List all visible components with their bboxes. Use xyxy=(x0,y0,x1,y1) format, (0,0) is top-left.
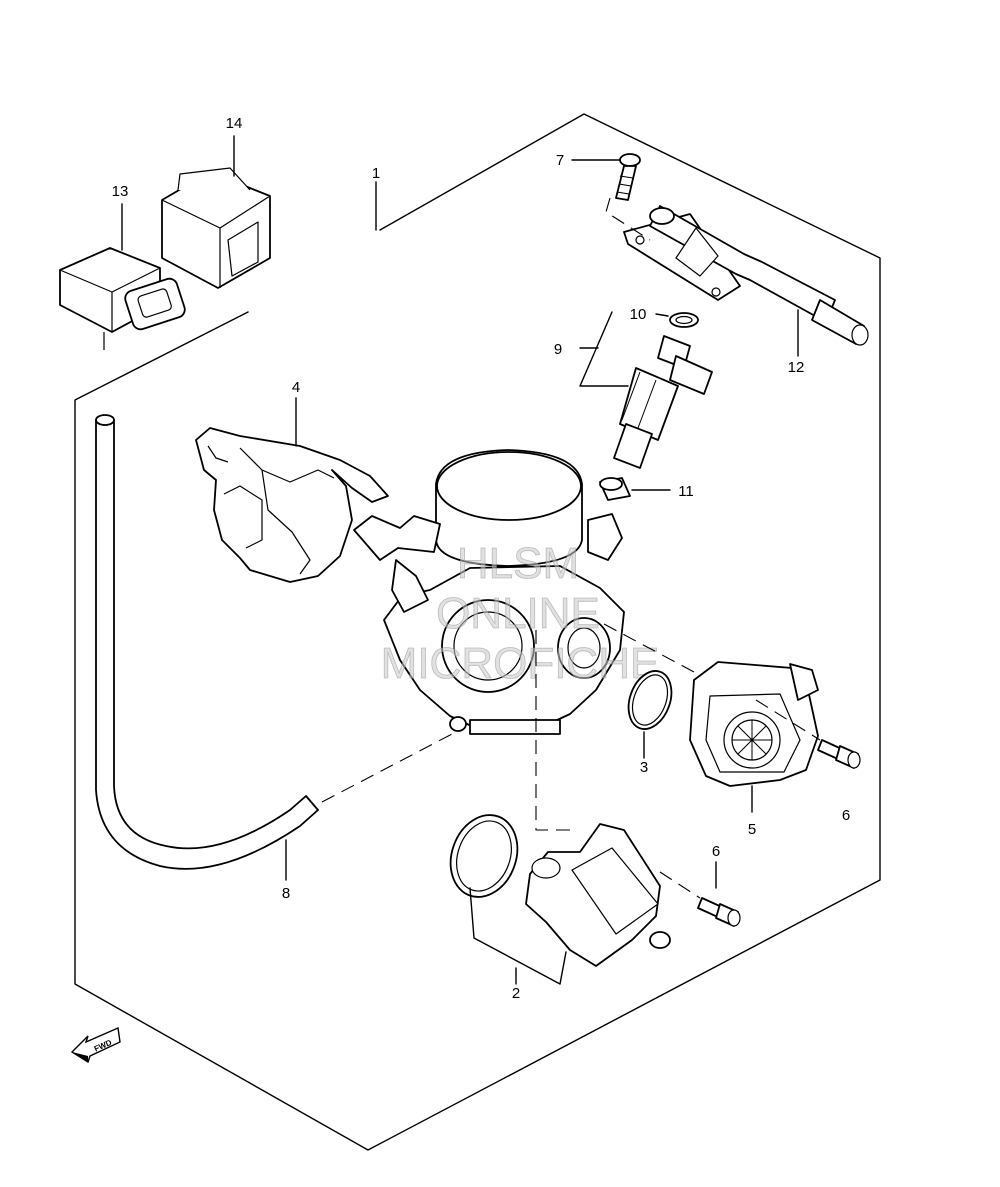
part-11-seal[interactable] xyxy=(599,477,631,501)
watermark-line-1: HLSM xyxy=(457,539,579,588)
part-3-o-ring[interactable] xyxy=(621,665,679,735)
dash-8-to-1 xyxy=(321,733,453,803)
part-13-connector[interactable] xyxy=(59,247,187,350)
callout-11[interactable]: 11 xyxy=(678,483,694,500)
callout-6-lower[interactable]: 6 xyxy=(712,843,720,860)
callout-12[interactable]: 12 xyxy=(788,359,805,376)
callout-8[interactable]: 8 xyxy=(282,885,290,902)
part-10-o-ring-inner xyxy=(675,315,693,325)
dash-2-to-1 xyxy=(535,630,578,831)
callout-3[interactable]: 3 xyxy=(640,759,648,776)
dash-7-to-12 xyxy=(605,197,651,241)
assembly-boundary-box xyxy=(74,113,881,1151)
watermark-line-2: ONLINE xyxy=(436,589,600,638)
callout-2[interactable]: 2 xyxy=(512,985,520,1002)
part-9-fuel-injector[interactable] xyxy=(613,335,713,469)
callout-13[interactable]: 13 xyxy=(112,183,129,200)
callout-1[interactable]: 1 xyxy=(372,165,380,182)
watermark-line-3: MICROFICHE xyxy=(381,639,660,688)
callout-9[interactable]: 9 xyxy=(554,341,562,358)
part-7-screw[interactable] xyxy=(615,153,641,201)
part-14-connector[interactable] xyxy=(161,167,271,289)
part-2-idle-valve[interactable] xyxy=(440,806,671,967)
part-1-throttle-body[interactable] xyxy=(353,449,625,735)
callout-14[interactable]: 14 xyxy=(226,115,243,132)
part-5-sensor[interactable] xyxy=(689,661,819,787)
watermark: HLSM ONLINE MICROFICHE xyxy=(380,539,660,689)
part-4-cover[interactable] xyxy=(195,427,389,583)
part-6-bolt-lower[interactable] xyxy=(697,897,741,927)
callout-5[interactable]: 5 xyxy=(748,821,756,838)
leader-6-upper xyxy=(755,699,821,741)
leader-9 xyxy=(579,311,629,387)
leader-2 xyxy=(469,887,567,985)
part-6-bolt-upper[interactable] xyxy=(817,739,861,769)
part-12-fuel-pipe[interactable] xyxy=(623,205,869,346)
callout-4[interactable]: 4 xyxy=(292,379,300,396)
leader-10 xyxy=(655,313,669,317)
callout-10[interactable]: 10 xyxy=(630,306,647,323)
dash-5-to-1 xyxy=(603,623,695,673)
leader-6-lower xyxy=(659,871,701,899)
callout-7[interactable]: 7 xyxy=(556,152,564,169)
callout-6-upper[interactable]: 6 xyxy=(842,807,850,824)
part-8-hose[interactable] xyxy=(95,414,319,870)
fwd-arrow-icon: FWD xyxy=(70,1026,121,1064)
